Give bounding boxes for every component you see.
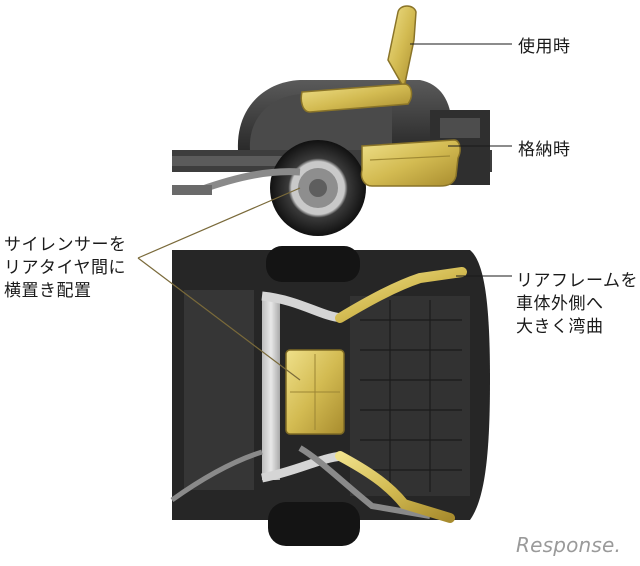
label-rear-frame: リアフレームを 車体外側へ 大きく湾曲 (516, 270, 638, 339)
leader-silencer (137, 187, 301, 381)
label-rear-frame-line-3: 大きく湾曲 (516, 317, 604, 337)
label-stowed-text: 格納時 (518, 140, 571, 160)
side-view (172, 5, 512, 236)
rear-frame (335, 267, 467, 523)
rear-tire-top (266, 246, 360, 282)
label-silencer-line-1: サイレンサーを (4, 235, 127, 255)
label-in-use: 使用時 (518, 36, 571, 59)
label-rear-frame-line-2: 車体外側へ (516, 294, 604, 314)
label-rear-frame-line-1: リアフレームを (516, 271, 638, 291)
label-silencer-line-3: 横置き配置 (4, 281, 92, 301)
watermark-logo: Response. (516, 533, 622, 557)
label-silencer: サイレンサーを リアタイヤ間に 横置き配置 (4, 234, 127, 303)
label-in-use-text: 使用時 (518, 37, 571, 57)
silencer (285, 349, 345, 435)
label-silencer-line-2: リアタイヤ間に (4, 258, 126, 278)
underbody-view (137, 187, 512, 546)
label-stowed: 格納時 (518, 139, 571, 162)
seat-in-use (300, 5, 417, 113)
rear-tire-bottom (268, 502, 360, 546)
seat-stowed (360, 139, 461, 187)
